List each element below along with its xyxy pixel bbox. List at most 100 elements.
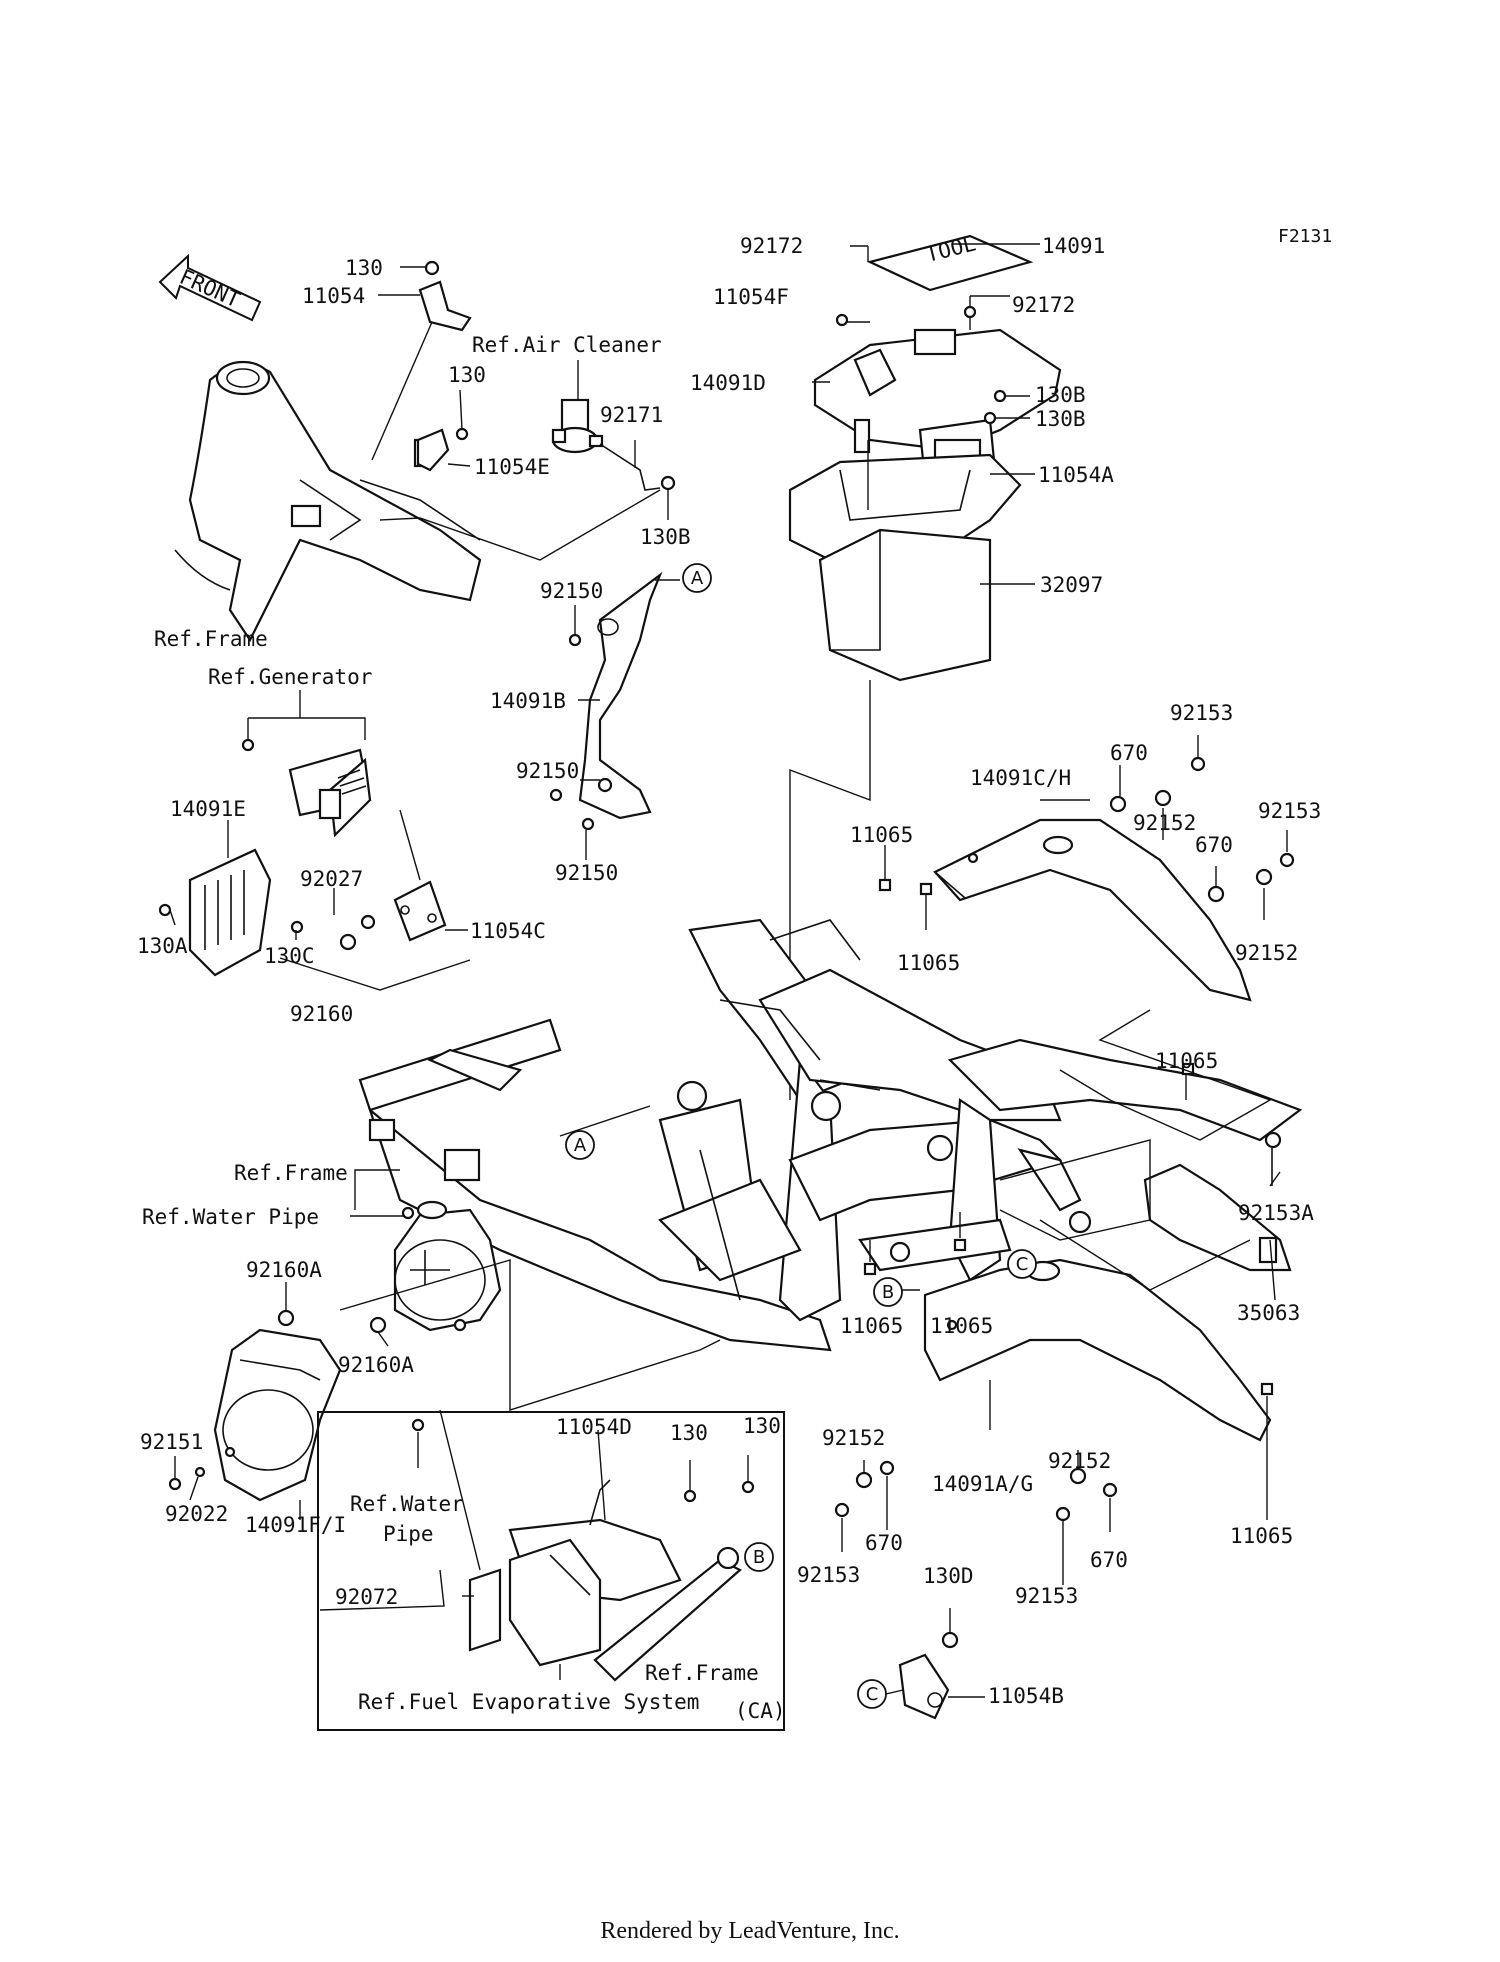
part-92152-2: 92152	[1235, 941, 1298, 965]
bracket-11054B	[898, 1631, 959, 1720]
part-11065-4: 11065	[840, 1314, 903, 1338]
part-11054C: 11054C	[470, 919, 546, 943]
part-11054B: 11054B	[988, 1684, 1064, 1708]
callout-c-bracket: C	[857, 1679, 887, 1709]
valve-92171	[551, 398, 676, 491]
clip-92072	[468, 1568, 502, 1652]
part-130-top: 130	[345, 256, 383, 280]
callout-a-frame-text: A	[574, 1135, 587, 1156]
callout-b-frame: B	[873, 1277, 903, 1307]
ref-water-pipe-top: Ref.Water Pipe	[142, 1205, 319, 1229]
part-92151: 92151	[140, 1430, 203, 1454]
ref-water-pipe-bottom-1: Ref.Water	[350, 1492, 464, 1516]
part-130D: 130D	[923, 1564, 974, 1588]
battery-tray	[788, 453, 1022, 562]
callout-a-top: A	[682, 563, 712, 593]
part-130C: 130C	[264, 944, 315, 968]
part-11065-3: 11065	[1155, 1049, 1218, 1073]
battery-case-14091D	[813, 328, 1062, 454]
part-35063: 35063	[1237, 1301, 1300, 1325]
part-11054: 11054	[302, 284, 365, 308]
part-14091CH: 14091C/H	[970, 766, 1071, 790]
bracket-11054	[418, 260, 472, 332]
part-92150-2: 92150	[516, 759, 579, 783]
regulator-body	[288, 748, 372, 838]
part-92160A-2: 92160A	[338, 1353, 414, 1377]
callout-a-frame: A	[565, 1130, 595, 1160]
inset-box-ca	[317, 1411, 785, 1731]
callout-b-inset-text: B	[753, 1547, 765, 1568]
part-14091FI: 14091F/I	[245, 1513, 346, 1537]
ref-frame-mid: Ref.Frame	[234, 1161, 348, 1185]
callout-b-frame-text: B	[882, 1282, 894, 1303]
part-670-3: 670	[865, 1531, 903, 1555]
part-14091D: 14091D	[690, 371, 766, 395]
part-92152-1: 92152	[1133, 811, 1196, 835]
part-670-1: 670	[1110, 741, 1148, 765]
callout-c-frame-text: C	[1016, 1254, 1029, 1275]
part-130A: 130A	[137, 934, 188, 958]
part-14091E: 14091E	[170, 797, 246, 821]
bracket-35063	[1143, 1131, 1292, 1272]
part-130B-2: 130B	[1035, 407, 1086, 431]
part-130-inset-1: 130	[670, 1421, 708, 1445]
cover-14091FI	[213, 1328, 342, 1502]
figure-code: F2131	[1278, 226, 1332, 247]
part-92153-2: 92153	[1258, 799, 1321, 823]
part-92150-3: 92150	[555, 861, 618, 885]
part-92022: 92022	[165, 1502, 228, 1526]
part-92027: 92027	[300, 867, 363, 891]
callout-c-frame: C	[1007, 1249, 1037, 1279]
part-11054F: 11054F	[713, 285, 789, 309]
part-14091AG: 14091A/G	[932, 1472, 1033, 1496]
part-130B-1: 130B	[1035, 383, 1086, 407]
callout-b-inset: B	[744, 1542, 774, 1572]
part-11065-5: 11065	[930, 1314, 993, 1338]
part-32097: 32097	[1040, 573, 1103, 597]
battery-32097	[818, 528, 992, 682]
part-92172-top: 92172	[740, 234, 803, 258]
front-arrow: FRONT	[158, 253, 262, 322]
part-11065-2: 11065	[897, 951, 960, 975]
part-11054A: 11054A	[1038, 463, 1114, 487]
part-14091B: 14091B	[490, 689, 566, 713]
frame-head-illustration	[174, 360, 482, 643]
part-92153-3: 92153	[797, 1563, 860, 1587]
fender-14091CH	[933, 818, 1252, 1002]
ref-frame-inset: Ref.Frame	[645, 1661, 759, 1685]
part-11065-1: 11065	[850, 823, 913, 847]
part-11054E: 11054E	[474, 455, 550, 479]
part-130-inset-2: 130	[743, 1414, 781, 1438]
callout-c-bracket-text: C	[866, 1684, 879, 1705]
part-130-mid: 130	[448, 363, 486, 387]
front-arrow-label: FRONT	[176, 265, 244, 313]
fender-14091AG	[923, 1258, 1272, 1442]
part-92160A-1: 92160A	[246, 1258, 322, 1282]
part-11054D: 11054D	[556, 1415, 632, 1439]
ref-fuel-evap: Ref.Fuel Evaporative System	[358, 1690, 699, 1714]
part-14091: 14091	[1042, 234, 1105, 258]
ref-generator: Ref.Generator	[208, 665, 372, 689]
inset-region-label: (CA)	[735, 1699, 786, 1723]
part-92172-right: 92172	[1012, 293, 1075, 317]
callout-a-top-text: A	[691, 568, 704, 589]
part-92072: 92072	[335, 1585, 398, 1609]
battery-cover-14091: TOOL	[866, 231, 1034, 292]
inset-frame-tube	[593, 1558, 742, 1682]
part-670-4: 670	[1090, 1548, 1128, 1572]
pump-body	[393, 1200, 502, 1332]
bracket-11054C	[393, 880, 447, 942]
part-670-2: 670	[1195, 833, 1233, 857]
part-92171: 92171	[600, 403, 663, 427]
ref-air-cleaner: Ref.Air Cleaner	[472, 333, 662, 357]
part-92153-4: 92153	[1015, 1584, 1078, 1608]
part-92153-1: 92153	[1170, 701, 1233, 725]
part-130B-left: 130B	[640, 525, 691, 549]
part-11065-6: 11065	[1230, 1524, 1293, 1548]
ref-water-pipe-bottom-2: Pipe	[383, 1522, 434, 1546]
part-92152-4: 92152	[1048, 1449, 1111, 1473]
cover-14091E	[188, 848, 272, 977]
part-92150-1: 92150	[540, 579, 603, 603]
part-92152-3: 92152	[822, 1426, 885, 1450]
